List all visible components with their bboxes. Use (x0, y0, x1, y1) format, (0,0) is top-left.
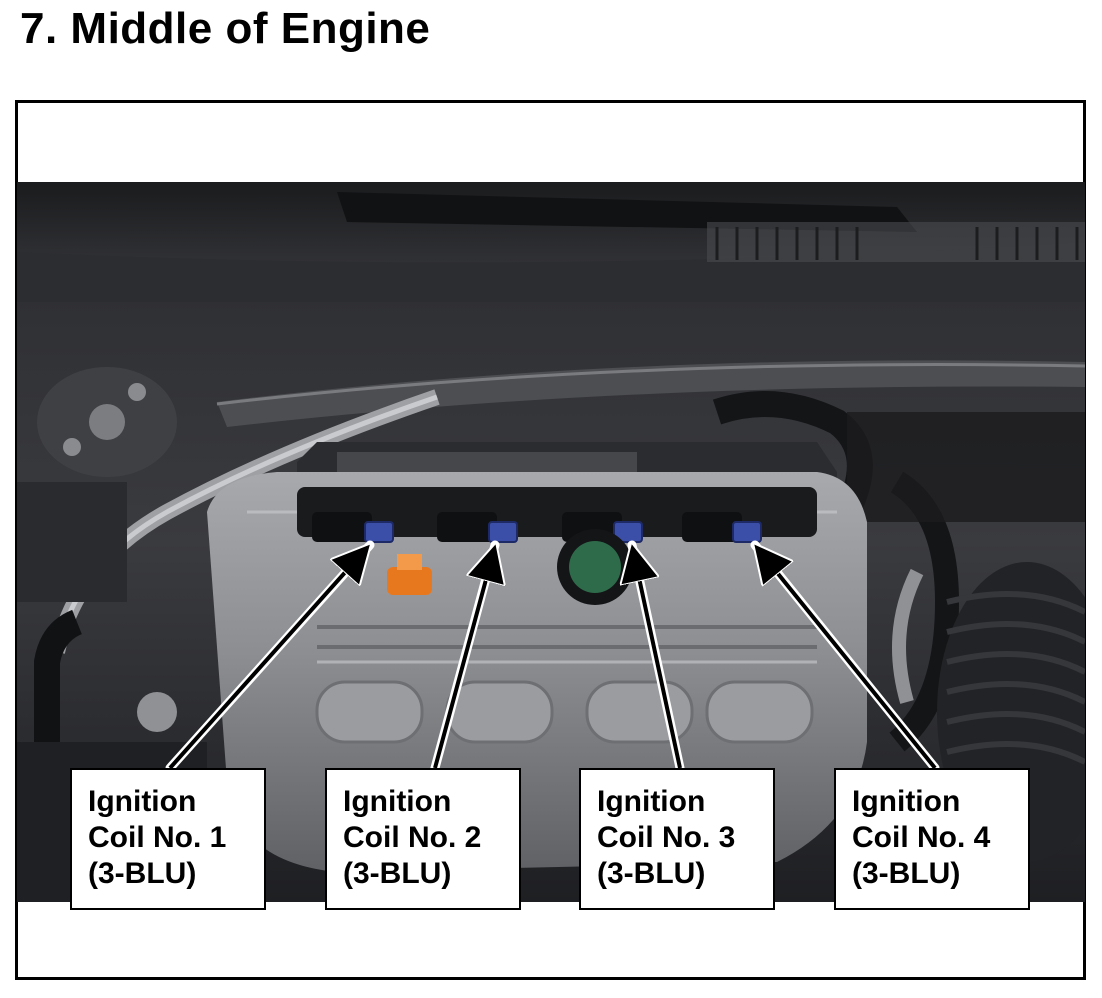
callout-line: (3-BLU) (597, 857, 706, 890)
callout-line: Coil No. 3 (597, 821, 736, 854)
callout-line: Ignition (852, 785, 961, 818)
callout-line: Coil No. 1 (88, 821, 227, 854)
callout-coil-4: Ignition Coil No. 4 (3-BLU) (834, 768, 1030, 910)
callout-line: Coil No. 2 (343, 821, 482, 854)
callout-line: (3-BLU) (343, 857, 452, 890)
callout-line: (3-BLU) (88, 857, 197, 890)
callout-coil-2: Ignition Coil No. 2 (3-BLU) (325, 768, 521, 910)
page-title: 7. Middle of Engine (20, 4, 431, 53)
callout-line: Coil No. 4 (852, 821, 991, 854)
callout-line: Ignition (88, 785, 197, 818)
callout-coil-1: Ignition Coil No. 1 (3-BLU) (70, 768, 266, 910)
callout-line: Ignition (343, 785, 452, 818)
callout-line: (3-BLU) (852, 857, 961, 890)
callout-coil-3: Ignition Coil No. 3 (3-BLU) (579, 768, 775, 910)
callout-line: Ignition (597, 785, 706, 818)
